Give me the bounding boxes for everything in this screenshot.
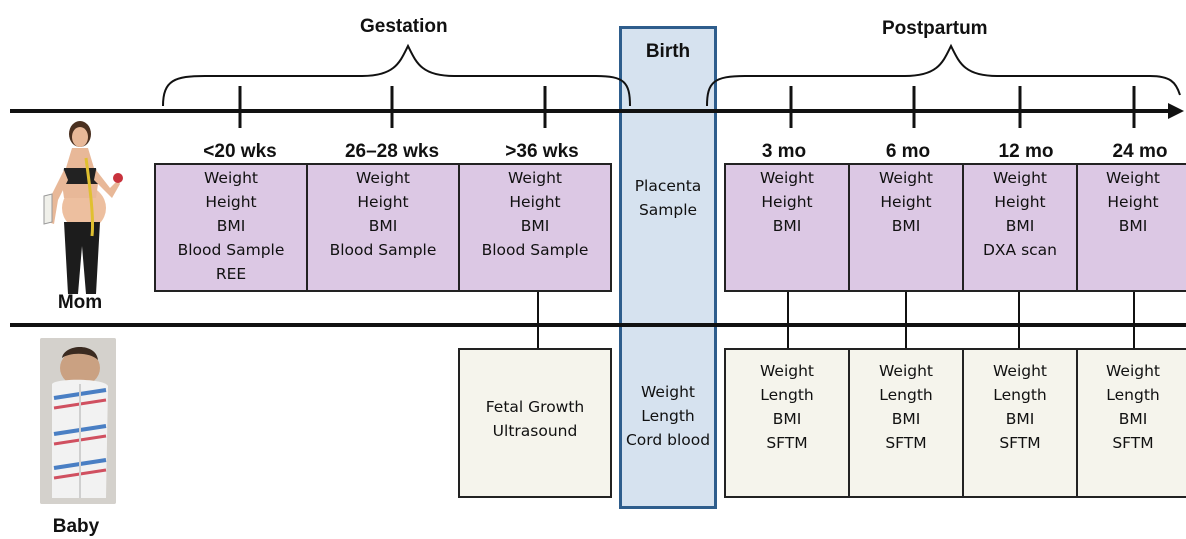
- birth-mom-measures: Placenta Sample: [622, 174, 714, 222]
- measure-item: Weight: [726, 359, 848, 383]
- timepoint-label: 6 mo: [866, 141, 950, 163]
- pregnant-woman-photo: [34, 118, 124, 294]
- measure-item: Sample: [622, 198, 714, 222]
- measure-item: BMI: [308, 214, 458, 238]
- measure-item: BMI: [850, 214, 962, 238]
- measure-item: Height: [726, 190, 848, 214]
- baby-measures-3mo: Weight Length BMI SFTM: [724, 348, 850, 498]
- timeline-arrowhead: [1168, 103, 1184, 119]
- measure-item: Blood Sample: [308, 238, 458, 262]
- baby-measures-12mo: Weight Length BMI SFTM: [962, 348, 1078, 498]
- gestation-brace: [163, 46, 630, 106]
- measure-item: BMI: [1078, 214, 1186, 238]
- measure-item: Length: [622, 404, 714, 428]
- measure-item: BMI: [1078, 407, 1186, 431]
- measure-item: BMI: [850, 407, 962, 431]
- measure-item: BMI: [964, 214, 1076, 238]
- measure-item: REE: [156, 262, 306, 286]
- measure-item: BMI: [726, 407, 848, 431]
- measure-item: Cord blood: [622, 428, 714, 452]
- timepoint-label: >36 wks: [482, 141, 602, 163]
- measure-item: Weight: [964, 166, 1076, 190]
- measure-item: Placenta: [622, 174, 714, 198]
- measure-item: Height: [460, 190, 610, 214]
- measure-item: Weight: [964, 359, 1076, 383]
- measure-item: Height: [308, 190, 458, 214]
- measure-item: Weight: [460, 166, 610, 190]
- measure-item: Height: [156, 190, 306, 214]
- gestation-label: Gestation: [360, 16, 448, 38]
- timepoint-label: <20 wks: [180, 141, 300, 163]
- measure-item: BMI: [156, 214, 306, 238]
- measure-item: Length: [850, 383, 962, 407]
- measure-item: Length: [964, 383, 1076, 407]
- measure-item: SFTM: [1078, 431, 1186, 455]
- measure-item: Height: [964, 190, 1076, 214]
- measure-item: SFTM: [726, 431, 848, 455]
- measure-item: Length: [1078, 383, 1186, 407]
- measure-item: Height: [1078, 190, 1186, 214]
- baby-measures-6mo: Weight Length BMI SFTM: [848, 348, 964, 498]
- measure-item: Height: [850, 190, 962, 214]
- measure-item: SFTM: [964, 431, 1076, 455]
- measure-item: BMI: [964, 407, 1076, 431]
- mom-measures-6mo: Weight Height BMI: [848, 163, 964, 292]
- baby-measures-24mo: Weight Length BMI SFTM: [1076, 348, 1186, 498]
- mom-measures-26-28wks: Weight Height BMI Blood Sample: [306, 163, 460, 292]
- birth-baby-measures: Weight Length Cord blood: [622, 380, 714, 452]
- measure-item: Weight: [308, 166, 458, 190]
- measure-item: Blood Sample: [156, 238, 306, 262]
- mom-measures-gt36wks: Weight Height BMI Blood Sample: [458, 163, 612, 292]
- measure-item: Weight: [726, 166, 848, 190]
- mom-measures-12mo: Weight Height BMI DXA scan: [962, 163, 1078, 292]
- measure-item: Weight: [622, 380, 714, 404]
- measure-item: Blood Sample: [460, 238, 610, 262]
- measure-item: Weight: [850, 166, 962, 190]
- measure-item: BMI: [726, 214, 848, 238]
- measure-item: Weight: [156, 166, 306, 190]
- mom-measures-lt20wks: Weight Height BMI Blood Sample REE: [154, 163, 308, 292]
- postpartum-brace: [707, 46, 1180, 106]
- timepoint-label: 24 mo: [1098, 141, 1182, 163]
- measure-item: Weight: [1078, 166, 1186, 190]
- baby-label: Baby: [40, 516, 112, 538]
- mom-measures-3mo: Weight Height BMI: [724, 163, 850, 292]
- birth-label: Birth: [622, 41, 714, 63]
- timepoint-label: 26–28 wks: [322, 141, 462, 163]
- measure-item: Fetal Growth: [460, 395, 610, 419]
- baby-measures-gt36wks: Fetal Growth Ultrasound: [458, 348, 612, 498]
- measure-item: SFTM: [850, 431, 962, 455]
- measure-item: BMI: [460, 214, 610, 238]
- mom-measures-24mo: Weight Height BMI: [1076, 163, 1186, 292]
- mom-label: Mom: [44, 292, 116, 314]
- timepoint-label: 3 mo: [742, 141, 826, 163]
- measure-item: Weight: [850, 359, 962, 383]
- measure-item: DXA scan: [964, 238, 1076, 262]
- measure-item: Length: [726, 383, 848, 407]
- timepoint-label: 12 mo: [984, 141, 1068, 163]
- measure-item: Ultrasound: [460, 419, 610, 443]
- newborn-baby-photo: [40, 338, 116, 504]
- postpartum-label: Postpartum: [882, 18, 988, 40]
- measure-item: Weight: [1078, 359, 1186, 383]
